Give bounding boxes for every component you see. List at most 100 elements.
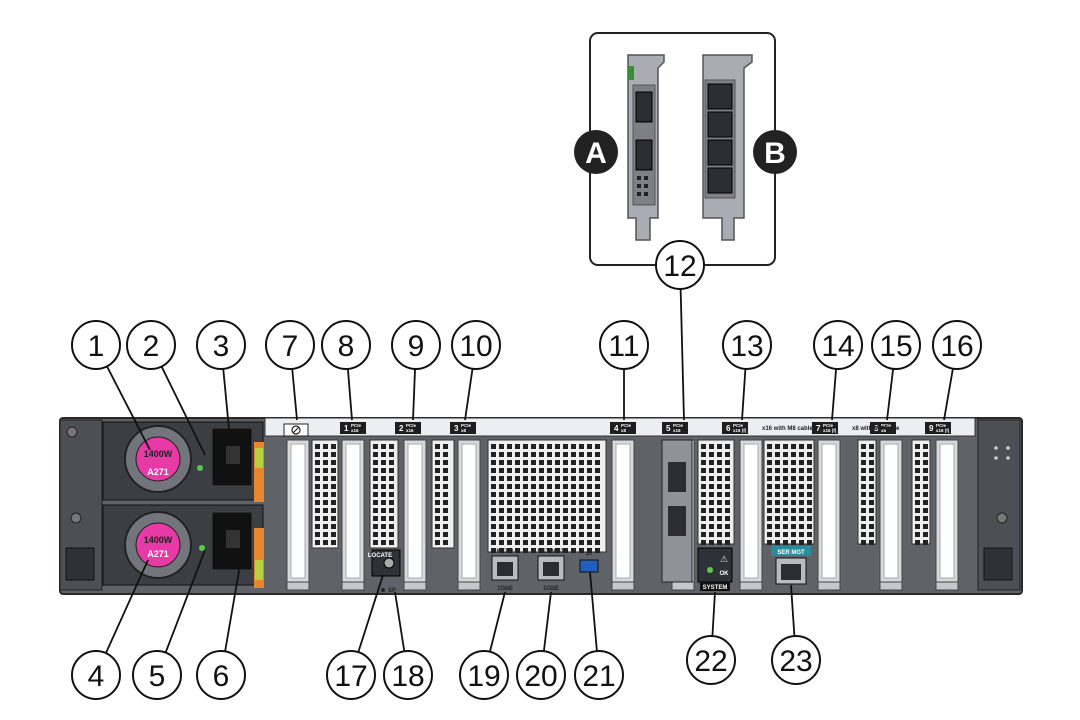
callout-number: 8 xyxy=(338,330,355,363)
callout-number: 14 xyxy=(821,330,854,363)
slot-type: PCIe xyxy=(936,423,947,428)
callout-12: 12 xyxy=(655,240,705,421)
callout-15: 15 xyxy=(871,320,921,421)
callout-number: 13 xyxy=(730,330,763,363)
locate-icon xyxy=(383,557,395,569)
net0-label: NET 0 xyxy=(496,549,514,555)
callout-number: 10 xyxy=(459,330,492,363)
psu-top-model: A271 xyxy=(147,467,169,477)
slot-type: PCIe xyxy=(733,423,744,428)
card-a-label: A xyxy=(585,137,607,170)
psu-bottom-led xyxy=(199,545,205,551)
slot-filler-panel xyxy=(403,439,427,591)
callout-6: 6 xyxy=(196,564,246,700)
callout-number: 16 xyxy=(940,330,973,363)
callout-8: 8 xyxy=(321,320,371,421)
slot-number: 5 xyxy=(666,424,671,433)
slot-type: PCIe xyxy=(461,423,472,428)
callout-number: 1 xyxy=(88,330,105,363)
callout-7: 7 xyxy=(265,320,315,421)
rear-io: LOCATE SP NET 0 1GbE NET MGT 1GbE ⇌ ⚠ OK… xyxy=(368,546,811,594)
net-mgt-label: NET MGT xyxy=(538,549,565,555)
callout-17: 17 xyxy=(326,574,384,700)
power-supply-bottom: 1400W A271 xyxy=(102,504,264,588)
slot-number: 8 xyxy=(874,424,879,433)
slot-width: x16 xyxy=(351,428,359,433)
slot-filler-panel xyxy=(879,439,903,591)
sp-led xyxy=(381,588,385,592)
slot-filler-panel xyxy=(935,439,959,591)
psu-top-led xyxy=(197,465,203,471)
system-ok-led xyxy=(707,567,713,573)
callout-2: 2 xyxy=(126,320,206,456)
callout-number: 7 xyxy=(282,330,299,363)
card-a: A xyxy=(574,54,665,241)
ser-mgt-label: SER MGT xyxy=(777,550,805,556)
callout-number: 17 xyxy=(334,660,367,693)
callout-14: 14 xyxy=(813,320,863,421)
psu-top-wattage: 1400W xyxy=(144,449,173,459)
vent-grid xyxy=(697,439,735,545)
slot-number: 7 xyxy=(816,424,821,433)
callout-4: 4 xyxy=(71,559,149,700)
callout-18: 18 xyxy=(383,591,433,700)
callout-number: 2 xyxy=(143,330,160,363)
callout-number: 6 xyxy=(213,660,230,693)
usb-icon: ⇌ xyxy=(586,549,593,558)
slot-type: PCIe xyxy=(673,423,684,428)
system-label: SYSTEM xyxy=(703,585,728,591)
callout-16: 16 xyxy=(932,320,982,421)
callout-number: 3 xyxy=(213,330,230,363)
slot-number: 9 xyxy=(929,424,934,433)
callout-10: 10 xyxy=(451,320,501,421)
net0-speed: 1GbE xyxy=(497,586,513,592)
slot-number: 4 xyxy=(614,424,619,433)
slot-number: 1 xyxy=(344,424,349,433)
power-supply-top: 1400W A271 xyxy=(102,421,264,502)
callout-23: 23 xyxy=(771,584,821,685)
slot-filler-panel xyxy=(341,439,365,591)
callout-21: 21 xyxy=(574,571,624,700)
usb-port xyxy=(579,559,599,573)
vent-grid xyxy=(487,439,607,553)
slot5-card xyxy=(661,439,693,583)
callout-13: 13 xyxy=(722,320,772,421)
slot-filler-panel xyxy=(817,439,841,591)
callout-1: 1 xyxy=(71,320,151,451)
callout-5: 5 xyxy=(132,549,206,700)
vent-grid xyxy=(431,439,455,549)
callout-22: 22 xyxy=(686,591,736,685)
callout-20: 20 xyxy=(516,591,566,700)
vent-grid xyxy=(369,439,399,549)
net-mgt-speed: 1GbE xyxy=(543,586,559,592)
ok-label: OK xyxy=(720,571,730,577)
slot6-note: x16 with M8 cable xyxy=(762,426,813,432)
callout-number: 4 xyxy=(88,660,105,693)
callout-number: 9 xyxy=(408,330,425,363)
callout-number: 12 xyxy=(663,250,696,283)
slot-type: PCIe xyxy=(823,423,834,428)
callout-number: 15 xyxy=(879,330,912,363)
slot-width: x16 (f) xyxy=(733,428,747,433)
callout-number: 19 xyxy=(467,660,500,693)
slot-type: PCIe xyxy=(406,423,417,428)
callout-19: 19 xyxy=(459,591,509,700)
callout-number: 20 xyxy=(524,660,557,693)
callout-number: 22 xyxy=(694,645,727,678)
sp-label: SP xyxy=(388,588,396,594)
slot-width: x16 xyxy=(406,428,414,433)
vent-grid xyxy=(311,439,339,549)
slot-filler-panel xyxy=(286,439,310,591)
slot-number: 3 xyxy=(454,424,459,433)
callout-number: 23 xyxy=(779,645,812,678)
